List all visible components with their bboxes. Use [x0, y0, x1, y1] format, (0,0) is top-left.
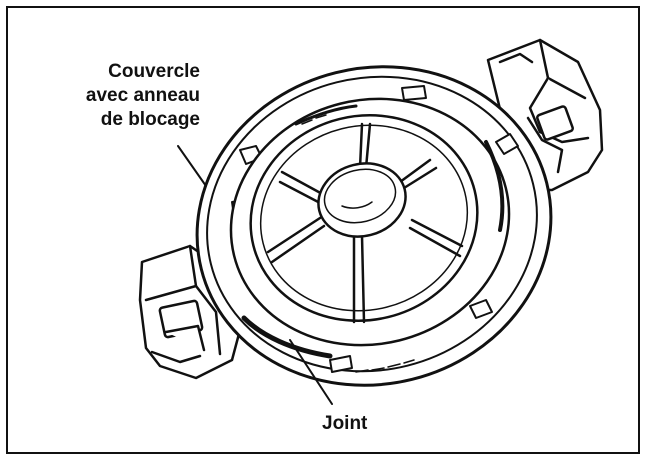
- center-hub: [317, 162, 407, 238]
- cover-leader-line: [177, 145, 207, 187]
- ribs: [266, 122, 464, 324]
- cover-label-line-2: avec anneau: [85, 85, 200, 106]
- gasket: [241, 104, 505, 359]
- leader-lines: [177, 145, 333, 405]
- joint-leader-line: [289, 339, 333, 405]
- cover-label-line-1: Couvercle: [108, 61, 200, 82]
- left-lug: [138, 244, 242, 380]
- cover-label-line-3: de blocage: [100, 109, 200, 130]
- cover-label: Couvercle avec anneau de blocage: [40, 60, 200, 132]
- joint-label: Joint: [322, 413, 368, 434]
- ring-engraving: [301, 114, 415, 373]
